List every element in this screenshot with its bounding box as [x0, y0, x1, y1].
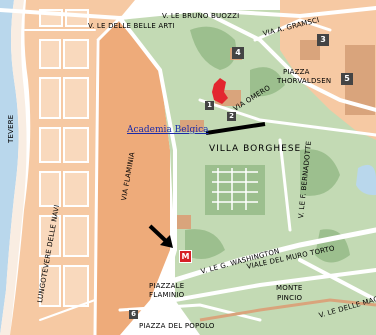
academia-belgica-building [212, 78, 228, 104]
river-bank [0, 0, 27, 335]
label-villa-borghese: VILLA BORGHESE [209, 144, 302, 154]
marker-2[interactable]: 2 [227, 112, 236, 121]
lake [356, 164, 376, 196]
marker-6[interactable]: 6 [129, 310, 138, 319]
label-piazza: PIAZZA [283, 68, 310, 76]
pointer-line [205, 122, 266, 135]
river-tevere [0, 0, 19, 335]
academia-belgica-link[interactable]: Academia Belgica [127, 125, 209, 135]
label-thorvaldsen: THORVALDSEN [277, 77, 332, 85]
marker-4[interactable]: 4 [232, 47, 244, 59]
urban-flaminia [95, 20, 170, 335]
marker-5[interactable]: 5 [341, 73, 353, 85]
marker-3[interactable]: 3 [317, 34, 329, 46]
label-belle-arti: V. LE DELLE BELLE ARTI [88, 22, 175, 30]
label-monte: MONTE [276, 284, 303, 292]
label-piazzale: PIAZZALE [149, 282, 185, 290]
arrow-to-metro [148, 224, 173, 248]
label-pincio: PINCIO [277, 294, 303, 302]
label-tevere: TEVERE [7, 114, 15, 143]
marker-1[interactable]: 1 [205, 101, 214, 110]
label-flaminio: FLAMINIO [149, 291, 185, 299]
metro-station-icon[interactable]: M [179, 250, 192, 263]
label-piazza-del-popolo: PIAZZA DEL POPOLO [139, 322, 215, 330]
label-bruno-buozzi: V. LE BRUNO BUOZZI [162, 12, 240, 20]
